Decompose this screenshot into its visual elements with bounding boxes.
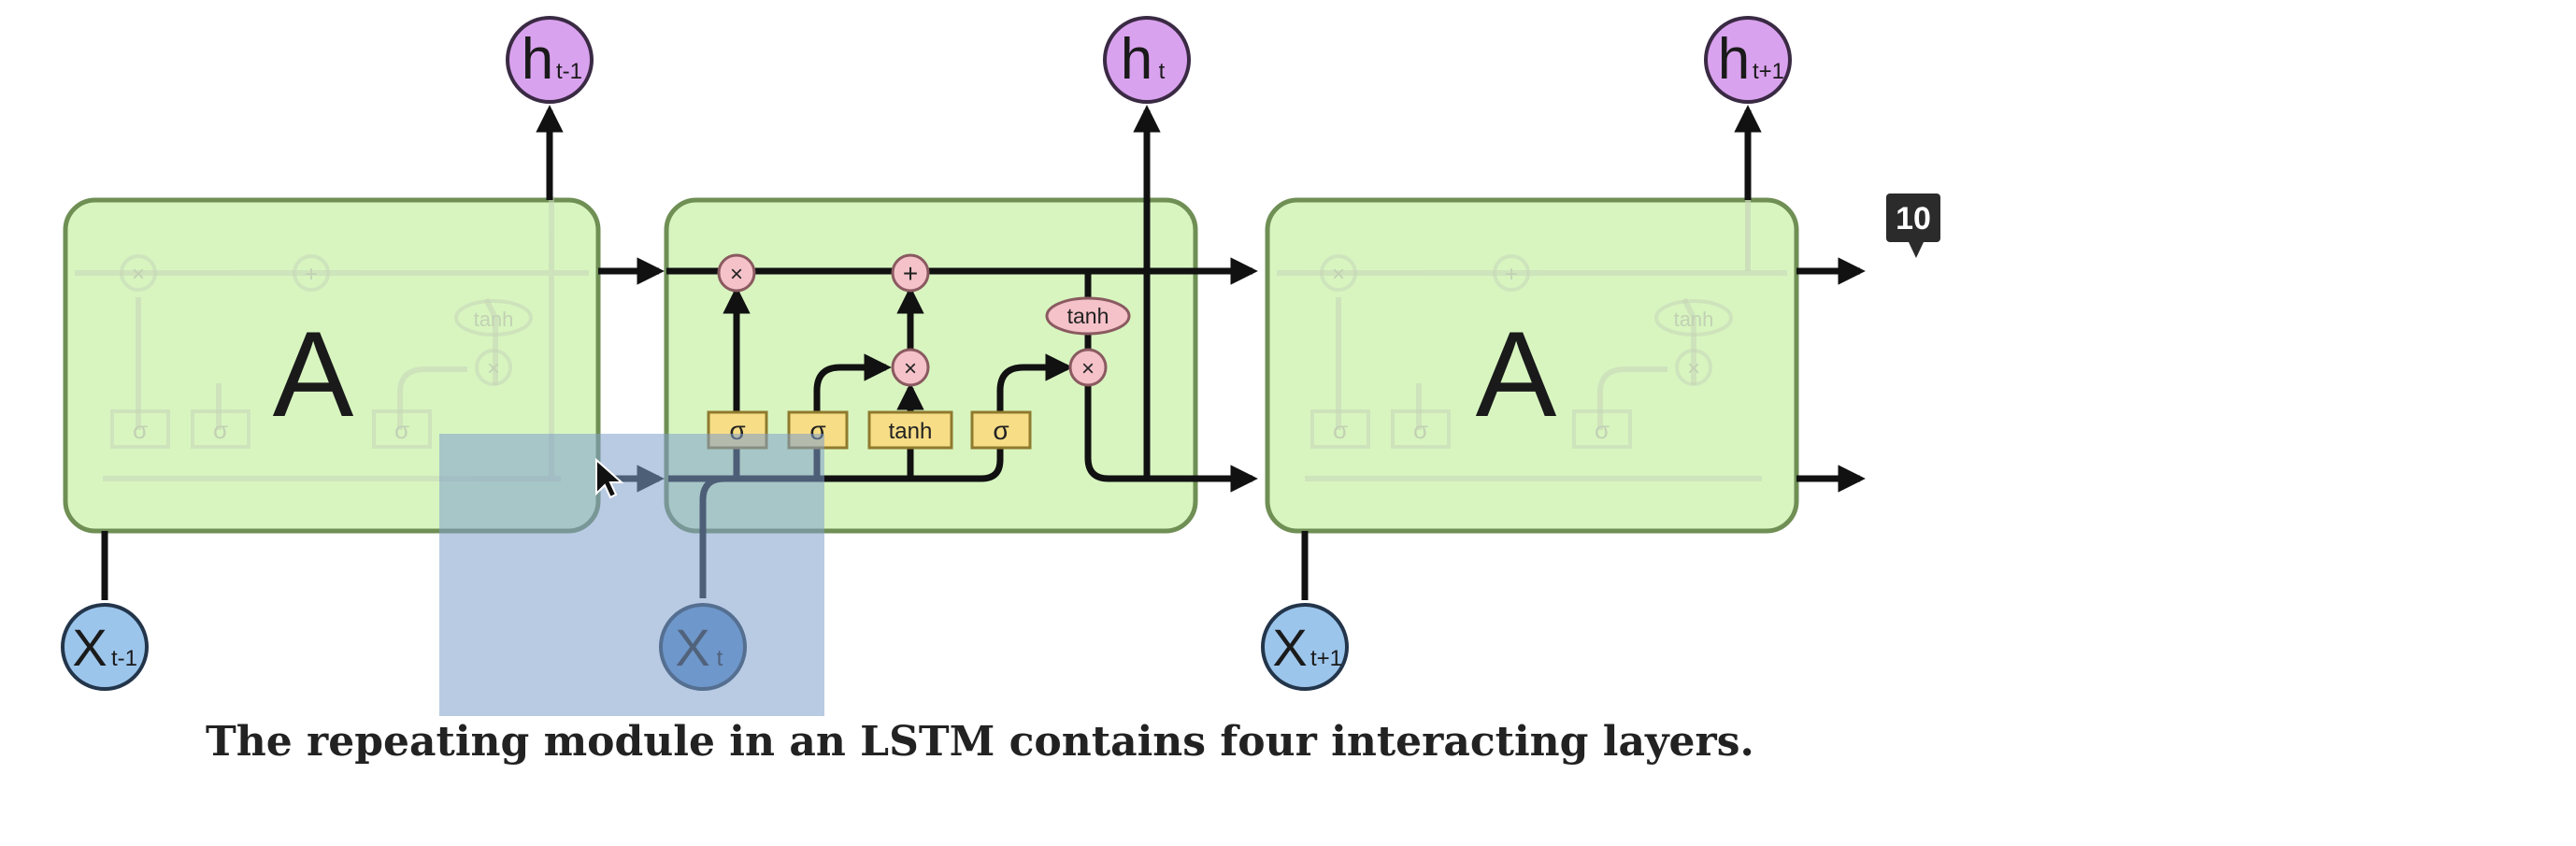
hidden-output-line	[1084, 367, 1258, 493]
faint-multiply-label: ×	[487, 356, 500, 381]
node-sub-label: t-1	[111, 646, 137, 671]
faint-sigma-label: σ	[394, 416, 409, 444]
faint-gate-labels-right: σ σ σ tanh × + ×	[1332, 262, 1713, 444]
op-output-tanh: tanh	[1045, 296, 1131, 336]
op-forget-multiply: ×	[717, 253, 756, 293]
gate-output-sigma: σ	[970, 410, 1032, 450]
faint-gate-labels-left: σ σ σ tanh × + ×	[132, 262, 513, 444]
selection-rectangle[interactable]	[439, 434, 824, 716]
op-label: ×	[904, 356, 917, 381]
op-label: +	[903, 259, 918, 288]
gate-label: tanh	[889, 419, 933, 444]
node-base-label: h	[522, 27, 553, 92]
op-label: ×	[1081, 356, 1095, 381]
cell-label-right: A	[1476, 306, 1557, 442]
faint-sigma-label: σ	[213, 416, 228, 444]
faint-sigma-label: σ	[1333, 416, 1348, 444]
output-gate-arrow	[996, 353, 1073, 413]
input-node-x-t-plus-1: X t+1	[1261, 603, 1349, 691]
gate-candidate-tanh: tanh	[867, 410, 953, 450]
faint-add-label: +	[1505, 262, 1518, 287]
node-sub-label: t-1	[556, 59, 582, 84]
op-cell-add: +	[891, 253, 930, 293]
faint-gates-right	[1310, 254, 1733, 449]
output-node-h-t: h t	[1103, 16, 1191, 104]
input-node-x-t-minus-1: X t-1	[61, 603, 149, 691]
slide-number-badge[interactable]: 10	[1886, 194, 1940, 258]
node-sub-label: t+1	[1310, 646, 1342, 671]
faint-tanh-label: tanh	[474, 308, 514, 331]
node-base-label: h	[1718, 27, 1750, 92]
input-gate-arrow	[813, 353, 892, 413]
figure-caption: The repeating module in an LSTM contains…	[206, 718, 1754, 766]
faint-multiply-label: ×	[132, 262, 145, 287]
faint-sigma-label: σ	[133, 416, 148, 444]
op-label: tanh	[1067, 304, 1109, 328]
faint-multiply-label: ×	[1332, 262, 1345, 287]
node-sub-label: t+1	[1753, 59, 1784, 84]
faint-sigma-label: σ	[1595, 416, 1610, 444]
op-output-multiply: ×	[1068, 348, 1108, 387]
faint-add-label: +	[305, 262, 318, 287]
gate-label: σ	[993, 416, 1009, 445]
output-node-h-t-plus-1: h t+1	[1704, 16, 1792, 104]
node-base-label: X	[72, 618, 107, 677]
op-label: ×	[730, 262, 743, 287]
faint-multiply-label: ×	[1687, 356, 1700, 381]
node-base-label: X	[1272, 618, 1307, 677]
cell-label-left: A	[273, 306, 354, 442]
node-base-label: h	[1121, 27, 1152, 92]
output-node-h-t-minus-1: h t-1	[506, 16, 594, 104]
faint-sigma-label: σ	[1413, 416, 1428, 444]
faint-tanh-label: tanh	[1674, 308, 1714, 331]
faint-gates-left	[110, 254, 533, 449]
node-sub-label: t	[1159, 59, 1166, 84]
op-input-multiply: ×	[891, 348, 930, 387]
lstm-cell-right: σ σ σ tanh × + × A	[1265, 105, 1799, 600]
slide-number-text: 10	[1896, 201, 1931, 237]
faint-internals-right	[1277, 270, 1787, 481]
mouse-cursor-icon	[595, 457, 624, 499]
